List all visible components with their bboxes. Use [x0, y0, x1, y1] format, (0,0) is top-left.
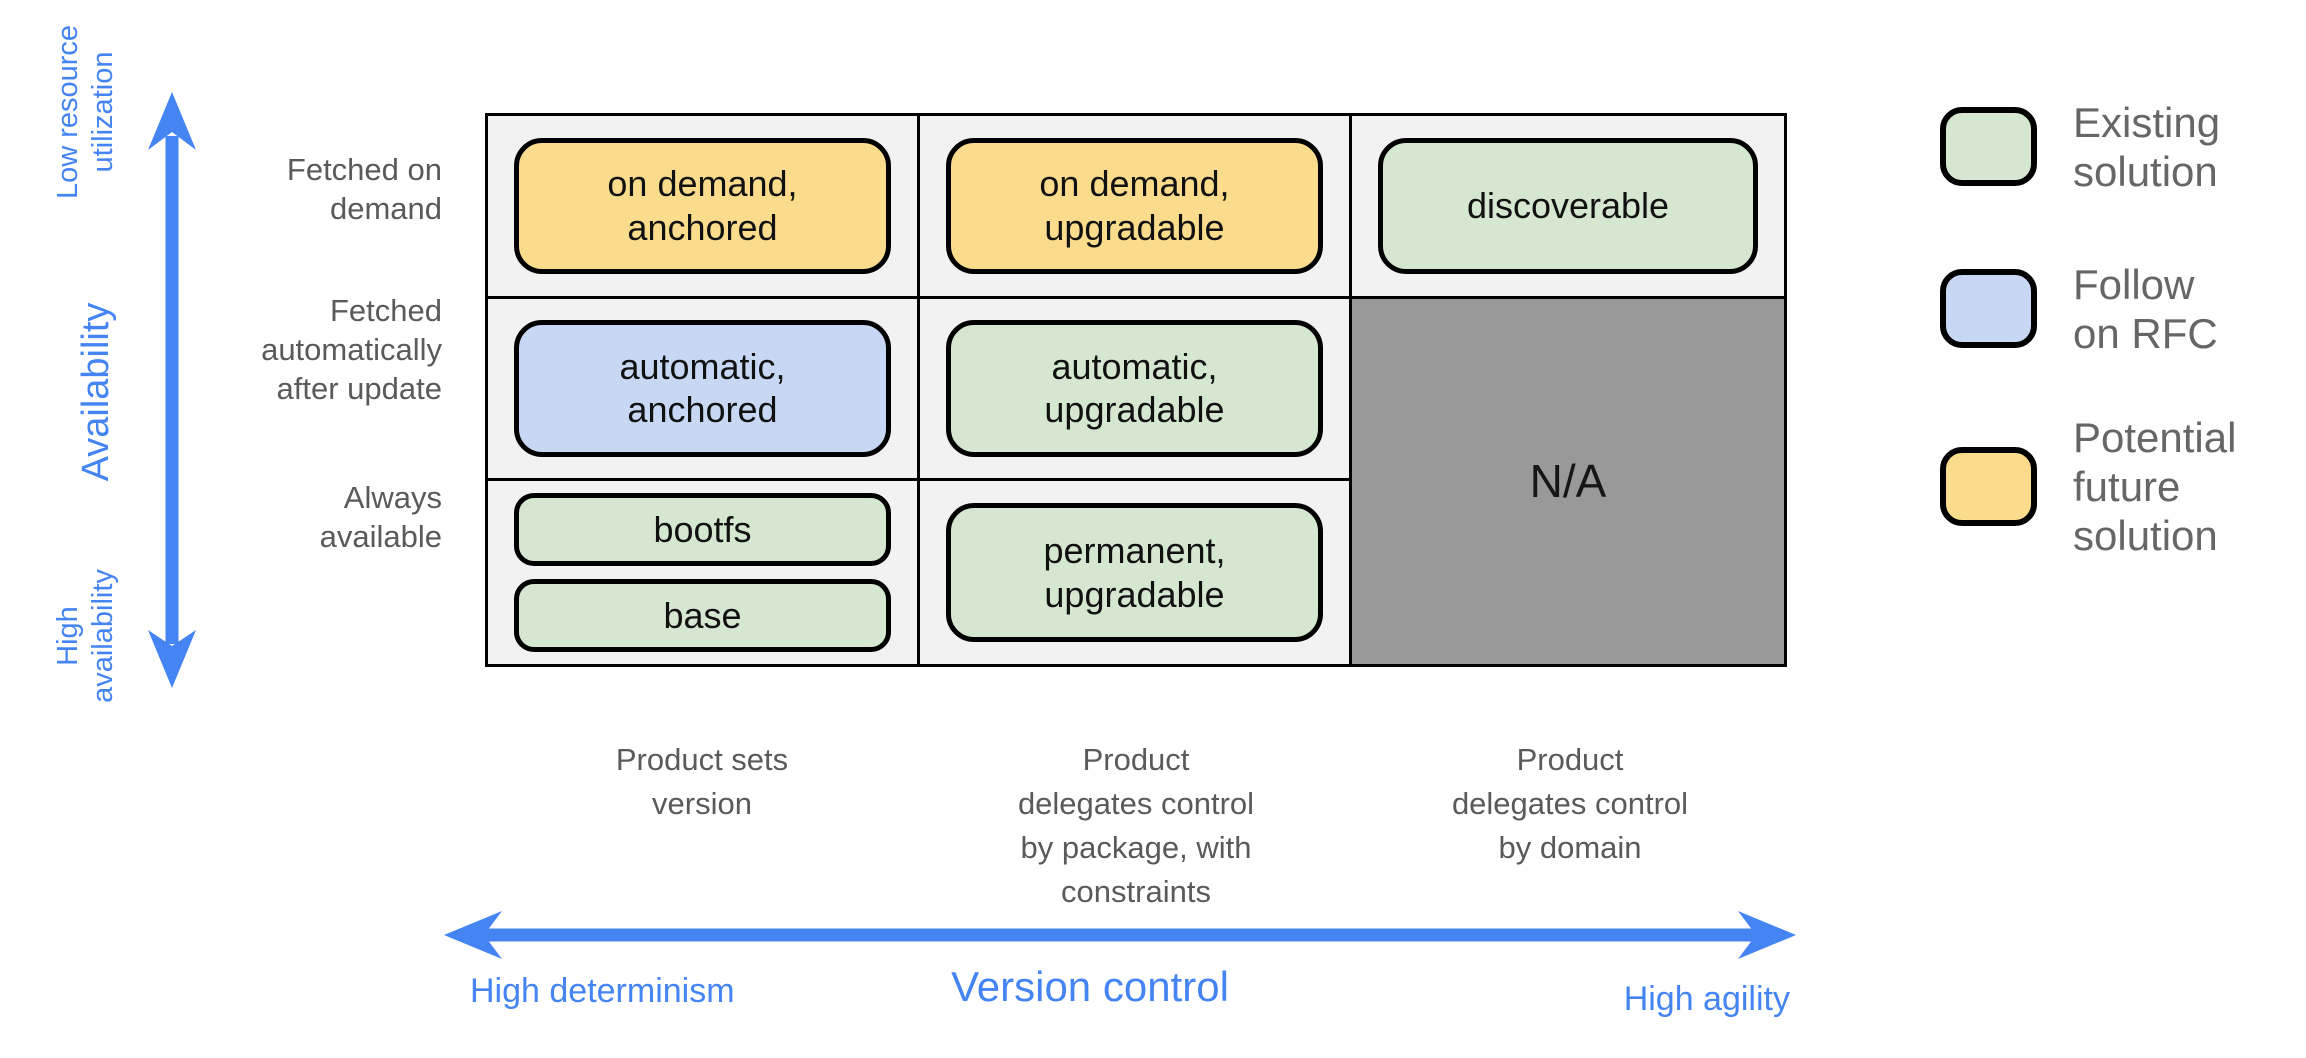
row-label-fetched-on-demand: Fetched on demand [286, 152, 442, 226]
matrix-cell-r2c2: automatic, upgradable [920, 298, 1352, 482]
matrix-cell-r1c3: discoverable [1352, 116, 1784, 299]
arrowhead-left-icon [444, 911, 502, 959]
row-label-fetched-automatically: Fetched automatically after update [261, 293, 442, 406]
solution-pill-bootfs: bootfs [513, 493, 892, 567]
matrix-grid: on demand, anchored on demand, upgradabl… [485, 113, 1787, 667]
solution-pill-on-demand-upgradable: on demand, upgradable [945, 137, 1324, 275]
horizontal-axis-right-label: High agility [1623, 980, 1790, 1018]
matrix-cell-not-applicable: N/A [1352, 298, 1784, 664]
column-label-delegates-by-package: Product delegates control by package, wi… [1017, 742, 1255, 909]
column-label-product-sets-version: Product sets version [615, 742, 789, 821]
solution-pill-on-demand-anchored: on demand, anchored [513, 137, 892, 275]
vertical-axis-title: Availability [75, 302, 118, 482]
matrix-cell-r1c2: on demand, upgradable [920, 116, 1352, 299]
horizontal-axis-title: Version control [951, 963, 1229, 1010]
matrix-cell-r3c2: permanent, upgradable [920, 481, 1352, 664]
legend-item-existing-solution: Existing solution [1940, 99, 2220, 195]
legend-swatch-potential-future-solution [1940, 446, 2037, 526]
na-label: N/A [1529, 455, 1607, 508]
solution-pill-permanent-upgradable: permanent, upgradable [945, 503, 1324, 643]
matrix-cell-r3c1: bootfs base [488, 481, 920, 664]
legend-item-follow-on-rfc: Follow on RFC [1940, 261, 2218, 357]
solution-pill-base: base [513, 579, 892, 653]
vertical-axis-double-arrow-icon [148, 92, 196, 688]
matrix-cell-r2c1: automatic, anchored [488, 298, 920, 482]
horizontal-axis-left-label: High determinism [470, 972, 735, 1010]
horizontal-axis-double-arrow-icon [444, 911, 1796, 959]
legend-label-follow-on-rfc: Follow on RFC [2073, 260, 2218, 357]
arrowhead-right-icon [1738, 911, 1796, 959]
legend-swatch-follow-on-rfc [1940, 269, 2037, 348]
arrowhead-up-icon [148, 92, 196, 150]
legend-swatch-existing-solution [1940, 107, 2037, 186]
vertical-axis-bottom-label: High availability [52, 569, 119, 703]
arrowhead-down-icon [148, 630, 196, 688]
solution-pill-automatic-upgradable: automatic, upgradable [945, 320, 1324, 457]
vertical-axis-top-label: Low resource utilization [52, 24, 119, 200]
solution-pill-discoverable: discoverable [1377, 137, 1759, 275]
legend-item-potential-future-solution: Potential future solution [1940, 414, 2236, 559]
matrix-cell-r1c1: on demand, anchored [488, 116, 920, 299]
legend-label-potential-future-solution: Potential future solution [2073, 413, 2237, 559]
column-label-delegates-by-domain: Product delegates control by domain [1451, 742, 1689, 865]
legend-label-existing-solution: Existing solution [2073, 98, 2221, 195]
solution-pill-automatic-anchored: automatic, anchored [513, 320, 892, 457]
row-label-always-available: Always available [319, 480, 442, 554]
